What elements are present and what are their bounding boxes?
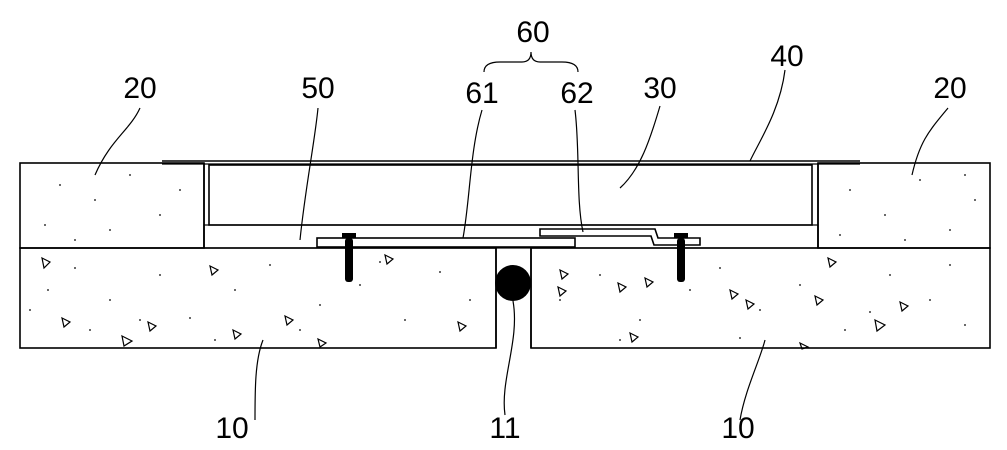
label-slab-left: 20 <box>123 72 156 105</box>
label-filler: 30 <box>643 72 676 105</box>
bedding-layer <box>204 225 818 248</box>
anchor-bolt-left <box>342 233 356 282</box>
label-plate-right: 62 <box>560 77 593 110</box>
filler-block <box>209 165 812 225</box>
upper-slab-left <box>20 163 204 248</box>
label-cover: 40 <box>770 40 803 73</box>
upper-slab-right <box>818 163 990 248</box>
connector-brace <box>484 52 578 72</box>
label-base-left: 10 <box>215 412 248 445</box>
leader-lines <box>95 70 948 420</box>
label-backer-rod: 11 <box>489 412 520 445</box>
backer-rod <box>495 265 531 301</box>
label-base-right: 10 <box>721 412 754 445</box>
cover-strip <box>162 161 860 248</box>
anchor-bolt-right <box>674 233 688 282</box>
label-bedding: 50 <box>301 72 334 105</box>
base-slab-right <box>531 248 990 349</box>
connector-plate-left <box>317 238 575 247</box>
label-slab-right: 20 <box>933 72 966 105</box>
label-plate-left: 61 <box>465 77 498 110</box>
base-slab-left <box>20 248 496 348</box>
label-connector: 60 <box>516 16 549 49</box>
